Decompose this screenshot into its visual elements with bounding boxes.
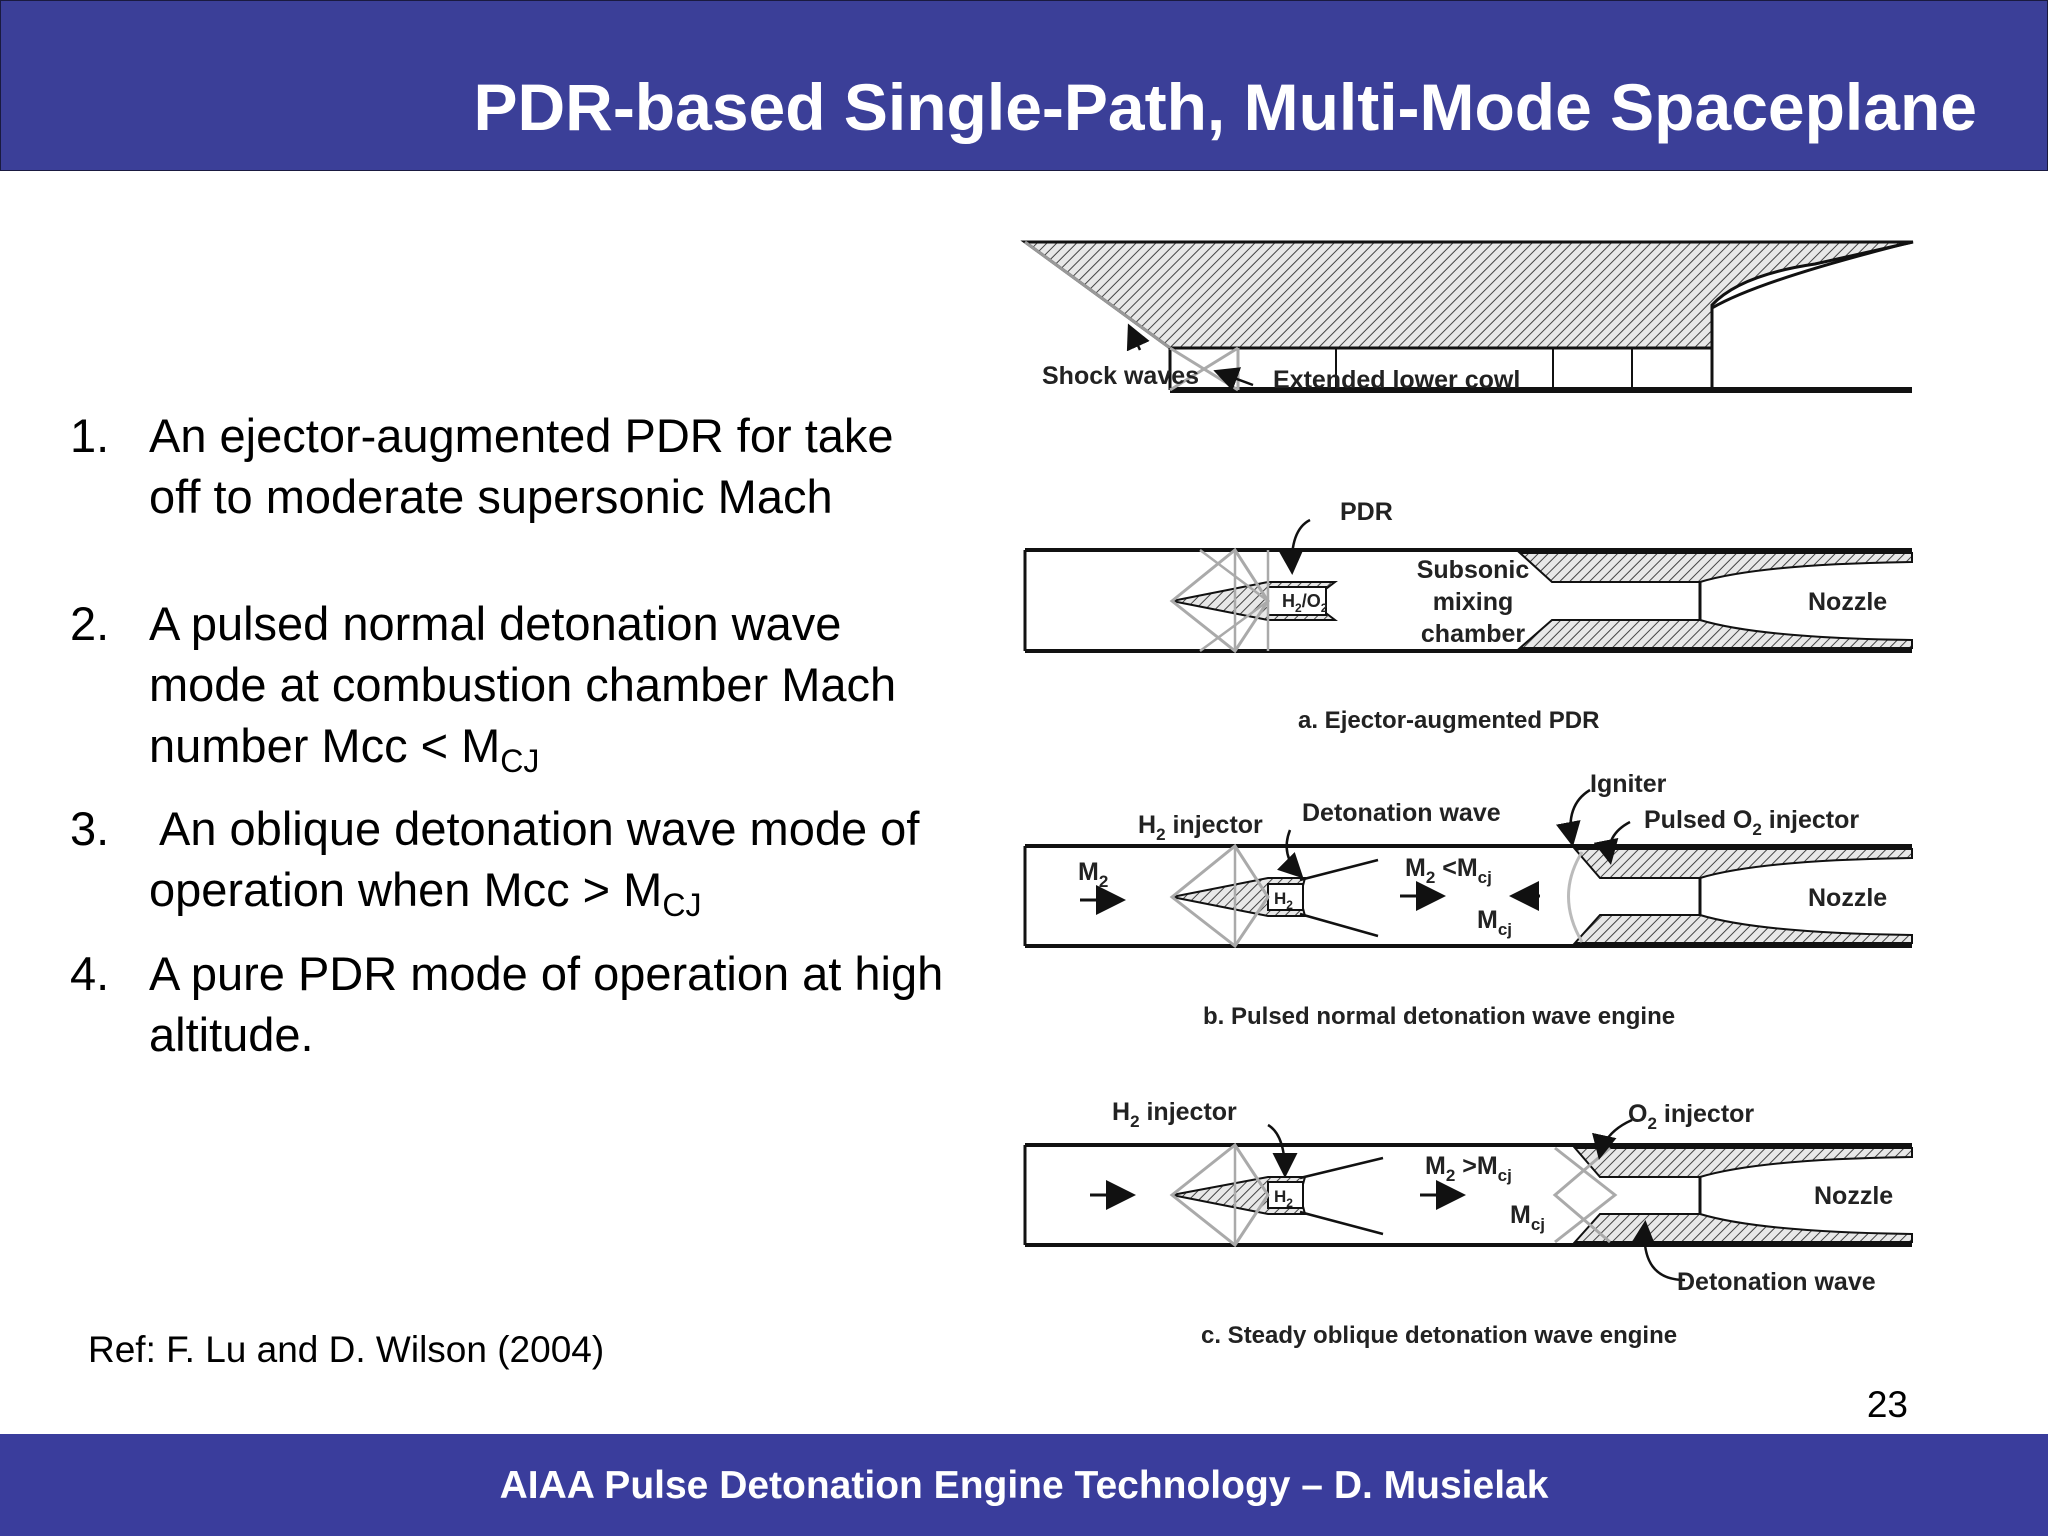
b-h2-injector-label: H2 injector [1138,811,1263,844]
b-detonation-wave-label: Detonation wave [1302,799,1501,827]
b-condition-label: M2 <Mcj [1405,854,1492,887]
item-text: A pure PDR mode of operation at high alt… [149,947,944,1061]
item-number: 4. [70,947,110,1000]
list-item: 4. A pure PDR mode of operation at high … [70,943,950,1065]
c-h2-label: H2 [1274,1187,1293,1210]
list-item: 3. An oblique detonation wave mode of op… [70,798,950,923]
igniter-label: Igniter [1590,770,1667,798]
item-text: A pulsed normal detonation wave mode at … [149,597,897,779]
shock-waves-label: Shock waves [1042,362,1199,390]
footer-bar: AIAA Pulse Detonation Engine Technology … [0,1434,2048,1536]
c-mcj-label: Mcj [1510,1201,1545,1234]
mode-list: 1. An ejector-augmented PDR for take off… [70,405,950,1065]
b-h2-label: H2 [1274,889,1293,912]
item-text: An ejector-augmented PDR for take off to… [149,409,894,523]
panel-a-ejector-pdr: PDR H2/O2 Subsonic mixing chamber Nozzle… [1023,498,1913,734]
vehicle-profile: Shock waves Extended lower cowl [1020,240,1914,394]
item-number: 3. [70,802,110,855]
list-item: 2. A pulsed normal detonation wave mode … [70,593,950,779]
list-item: 1. An ejector-augmented PDR for take off… [70,405,950,527]
footer-text: AIAA Pulse Detonation Engine Technology … [499,1464,1549,1507]
lower-cowl-label: Extended lower cowl [1273,366,1520,394]
reference-citation: Ref: F. Lu and D. Wilson (2004) [88,1329,605,1370]
nozzle-label: Nozzle [1808,588,1887,616]
pdr-label: PDR [1340,498,1393,526]
slide-title: PDR-based Single-Path, Multi-Mode Spacep… [473,70,1977,144]
panel-a-caption: a. Ejector-augmented PDR [1298,707,1599,734]
b-mcj-label: Mcj [1477,906,1512,939]
pulsed-o2-injector-label: Pulsed O2 injector [1644,806,1859,839]
item-number: 2. [70,597,110,650]
mixing-chamber-label-3: chamber [1421,620,1525,648]
c-condition-label: M2 >Mcj [1425,1152,1512,1185]
panel-b-caption: b. Pulsed normal detonation wave engine [1203,1003,1675,1030]
panel-c-steady-oblique: H2 injector O2 injector M2 >Mcj Mcj H2 N… [1023,1098,1913,1349]
engine-modes-diagram: Shock waves Extended lower cowl PDR H2/O… [1020,240,1914,1349]
c-o2-injector-label: O2 injector [1628,1100,1754,1133]
panel-b-pulsed-normal: H2 injector Detonation wave Igniter Puls… [1023,770,1913,1030]
mixing-chamber-label-1: Subsonic [1417,556,1530,584]
b-nozzle-label: Nozzle [1808,884,1887,912]
b-m2-label: M2 [1078,858,1108,891]
h2-o2-label: H2/O2 [1282,591,1328,615]
panel-c-caption: c. Steady oblique detonation wave engine [1201,1322,1677,1349]
item-text: An oblique detonation wave mode of opera… [149,802,920,923]
mixing-chamber-label-2: mixing [1433,588,1514,616]
page-number: 23 [1866,1384,1908,1425]
title-bar: PDR-based Single-Path, Multi-Mode Spacep… [0,0,2048,171]
c-nozzle-label: Nozzle [1814,1182,1893,1210]
item-number: 1. [70,409,110,462]
c-h2-injector-label: H2 injector [1112,1098,1237,1131]
c-detonation-wave-label: Detonation wave [1677,1268,1876,1296]
